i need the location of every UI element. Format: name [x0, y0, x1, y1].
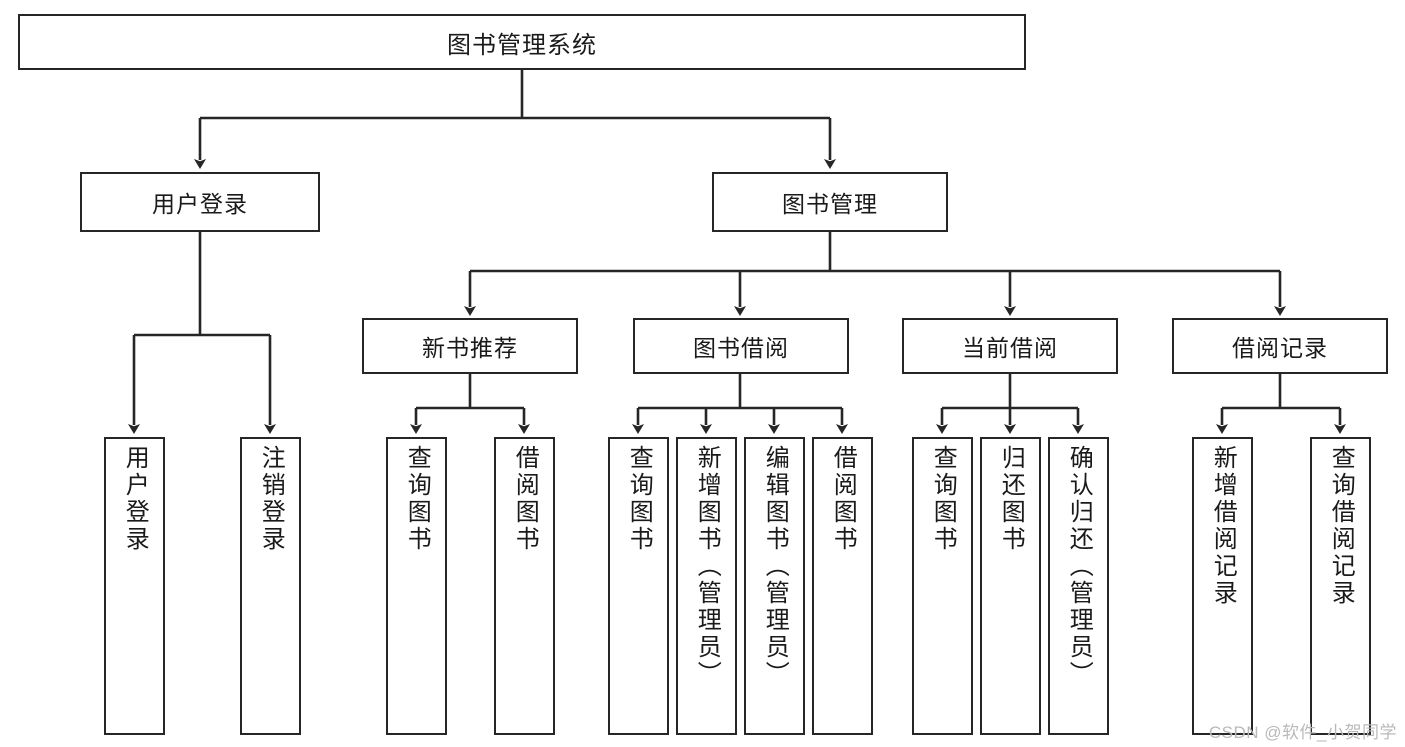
leaf-current-borrow-confirm-return[interactable]: 确认归还（管理员） [1048, 437, 1109, 735]
leaf-label: 新增图书（管理员） [693, 445, 721, 688]
node-book-borrow[interactable]: 图书借阅 [633, 318, 849, 374]
node-borrow-record-label: 借阅记录 [1232, 335, 1328, 361]
leaf-label: 查询图书 [625, 445, 653, 553]
leaf-new-book-borrow[interactable]: 借阅图书 [494, 437, 555, 735]
leaf-label: 确认归还（管理员） [1065, 445, 1093, 688]
leaf-borrow-record-query[interactable]: 查询借阅记录 [1310, 437, 1371, 735]
leaf-label: 归还图书 [997, 445, 1025, 553]
leaf-book-borrow-add[interactable]: 新增图书（管理员） [676, 437, 737, 735]
node-book-management-label: 图书管理 [782, 191, 878, 217]
leaf-label: 编辑图书（管理员） [761, 445, 789, 688]
leaf-label: 查询图书 [929, 445, 957, 553]
leaf-current-borrow-return[interactable]: 归还图书 [980, 437, 1041, 735]
leaf-book-borrow-borrow[interactable]: 借阅图书 [812, 437, 873, 735]
node-current-borrow-label: 当前借阅 [962, 335, 1058, 361]
leaf-label: 借阅图书 [829, 445, 857, 553]
node-book-management[interactable]: 图书管理 [712, 172, 948, 232]
leaf-label: 查询借阅记录 [1327, 445, 1355, 607]
node-root[interactable]: 图书管理系统 [18, 14, 1026, 70]
leaf-user-login-logout[interactable]: 注销登录 [240, 437, 301, 735]
node-user-login[interactable]: 用户登录 [80, 172, 320, 232]
node-root-label: 图书管理系统 [447, 31, 597, 59]
node-new-book-recommend[interactable]: 新书推荐 [362, 318, 578, 374]
leaf-book-borrow-edit[interactable]: 编辑图书（管理员） [744, 437, 805, 735]
leaf-current-borrow-query[interactable]: 查询图书 [912, 437, 973, 735]
node-new-book-recommend-label: 新书推荐 [422, 335, 518, 361]
node-user-login-label: 用户登录 [152, 191, 248, 217]
leaf-label: 用户登录 [121, 445, 149, 553]
leaf-user-login-login[interactable]: 用户登录 [104, 437, 165, 735]
csdn-watermark: CSDN @软件_小贺同学 [1208, 723, 1397, 742]
leaf-label: 注销登录 [257, 445, 285, 553]
leaf-new-book-query[interactable]: 查询图书 [386, 437, 447, 735]
node-book-borrow-label: 图书借阅 [693, 335, 789, 361]
node-borrow-record[interactable]: 借阅记录 [1172, 318, 1388, 374]
leaf-label: 借阅图书 [511, 445, 539, 553]
leaf-borrow-record-add[interactable]: 新增借阅记录 [1192, 437, 1253, 735]
leaf-label: 查询图书 [403, 445, 431, 553]
leaf-label: 新增借阅记录 [1209, 445, 1237, 607]
leaf-book-borrow-query[interactable]: 查询图书 [608, 437, 669, 735]
node-current-borrow[interactable]: 当前借阅 [902, 318, 1118, 374]
